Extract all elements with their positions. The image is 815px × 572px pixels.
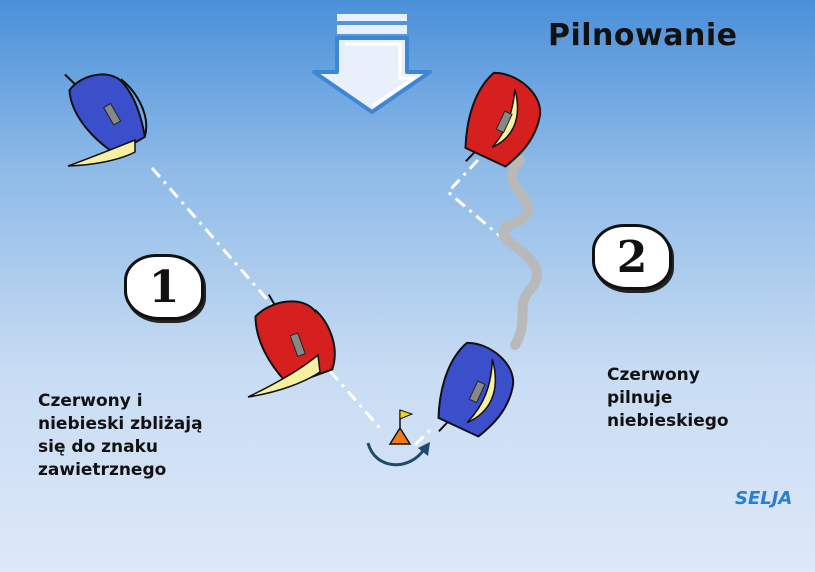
- caption-right: Czerwony pilnuje niebieskiego: [607, 364, 767, 433]
- blue-boat-position-2: [437, 341, 514, 438]
- position-marker-2: 2: [592, 224, 672, 290]
- course-line-left: [150, 167, 382, 429]
- blue-boat-1-sail: [67, 138, 136, 167]
- position-marker-1: 1: [124, 254, 204, 320]
- course-lines: [150, 158, 541, 447]
- wind-direction-arrow-icon: [312, 14, 432, 114]
- caption-right-line: niebieskiego: [607, 411, 729, 431]
- selja-logo: SELJA: [735, 488, 793, 509]
- red-boat-1-sail: [247, 353, 321, 398]
- red-boat-position-2: [464, 71, 541, 168]
- caption-left-line: się do znaku: [38, 437, 159, 457]
- caption-left-line: zawietrznego: [38, 460, 167, 480]
- caption-left-line: Czerwony i: [38, 391, 143, 411]
- caption-right-line: pilnuje: [607, 388, 673, 408]
- diagram-title: Pilnowanie: [548, 18, 738, 53]
- caption-left-line: niebieski zbliżają: [38, 414, 203, 434]
- course-line-right-bottom: [413, 428, 432, 447]
- blue-boat-position-1: [64, 73, 148, 156]
- red-boat-wake: [498, 155, 542, 350]
- caption-right-line: Czerwony: [607, 365, 700, 385]
- rounding-arrow-icon: [366, 442, 427, 467]
- caption-left: Czerwony i niebieski zbliżają się do zna…: [38, 390, 248, 482]
- rounding-arrow-head: [418, 442, 430, 456]
- leeward-mark-buoy-icon: [388, 409, 414, 445]
